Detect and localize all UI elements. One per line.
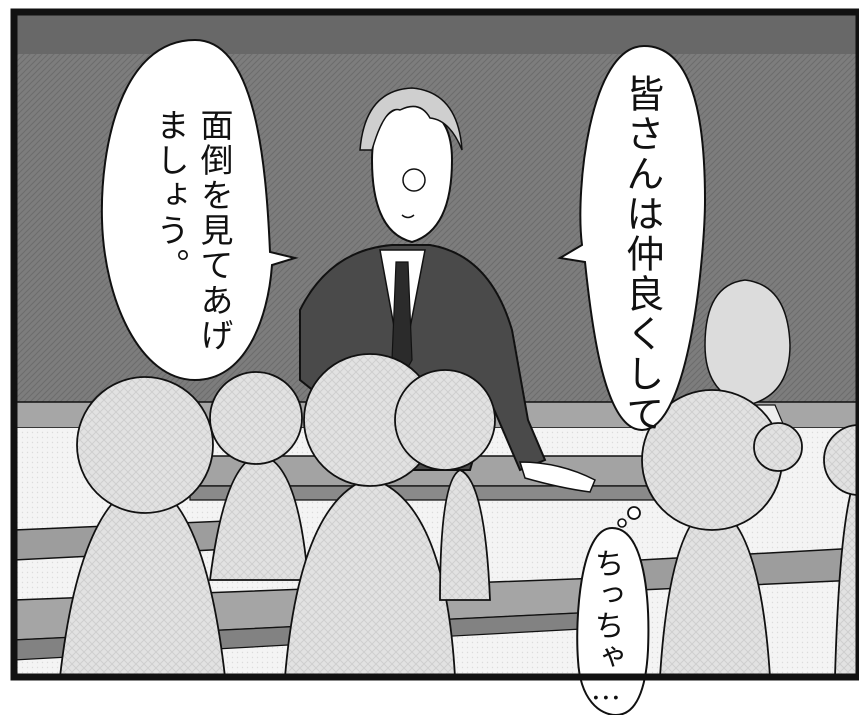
thought-text: ちっちゃ… <box>588 548 624 708</box>
speech-text-right: 皆さんは仲良くして <box>619 74 664 434</box>
panel-border <box>10 8 859 681</box>
speech-bubble-left <box>100 38 299 382</box>
board-top-strip <box>14 12 859 54</box>
speech-text-left-line-1: 面倒を見てあげ <box>194 108 234 353</box>
speech-text-left-line-2: ましょう。 <box>150 108 190 283</box>
speech-bubble-right <box>557 44 707 432</box>
thought-bubble <box>576 526 650 715</box>
student-silhouettes <box>58 353 859 678</box>
thought-dot-small <box>627 506 641 520</box>
thought-dot-tiny <box>617 518 627 528</box>
